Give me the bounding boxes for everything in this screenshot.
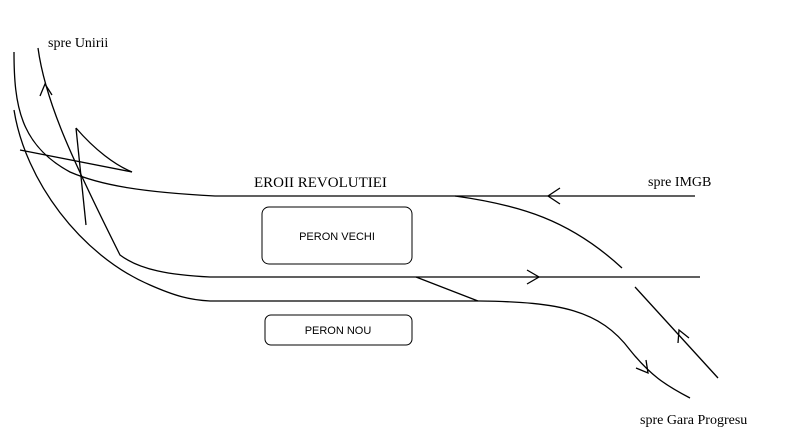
- track-west-curve-outer: [13, 51, 695, 197]
- track-west-curve-inner: [37, 47, 700, 278]
- arrow-unirii-icon: [39, 82, 53, 97]
- platform-old-box: [261, 206, 413, 265]
- arrow-imgb-icon: [546, 187, 561, 205]
- crossover-vertical: [75, 127, 87, 226]
- label-south: spre Gara Progresu: [640, 413, 747, 428]
- track-progresu-diag: [634, 286, 719, 379]
- arrow-middle-icon: [526, 269, 541, 285]
- platform-old-label: PERON VECHI: [299, 231, 375, 243]
- arrow-progresu-up-icon: [677, 328, 690, 344]
- crossover-top-left: [19, 149, 133, 173]
- platform-new-box: [264, 314, 413, 346]
- crossover-diag: [75, 127, 133, 173]
- platform-new-label: PERON NOU: [305, 325, 372, 337]
- track-west-curve-lower: [13, 109, 691, 399]
- branch-top-right: [454, 195, 623, 269]
- label-east: spre IMGB: [648, 175, 711, 190]
- arrow-progresu-down-icon: [635, 359, 649, 375]
- station-title: EROII REVOLUTIEI: [254, 175, 387, 191]
- label-north: spre Unirii: [48, 36, 108, 51]
- branch-middle-lower: [415, 276, 479, 302]
